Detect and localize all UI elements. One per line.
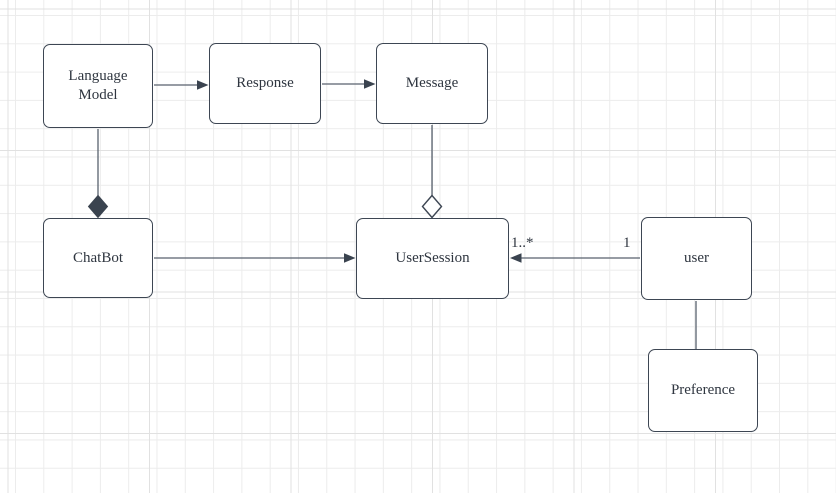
node-message[interactable]: Message <box>376 43 488 124</box>
edge-message-usersession[interactable] <box>421 125 443 219</box>
arrowhead-icon <box>197 80 209 90</box>
edge-response-message[interactable] <box>322 79 376 89</box>
composition-diamond-icon <box>87 194 109 219</box>
node-label: Language Model <box>68 68 128 103</box>
node-label: Message <box>405 75 459 91</box>
aggregation-diamond-icon <box>421 194 443 219</box>
multiplicity-label-target: 1..* <box>511 235 534 251</box>
node-label: user <box>684 250 709 266</box>
node-user[interactable]: user <box>641 217 752 300</box>
node-label: Response <box>236 75 294 91</box>
node-label: ChatBot <box>72 249 123 266</box>
arrowhead-icon <box>364 79 376 89</box>
arrowhead-icon <box>344 253 356 263</box>
node-language-model[interactable]: Language Model <box>43 44 153 128</box>
node-label: UserSession <box>395 250 470 266</box>
arrowhead-icon <box>510 253 522 263</box>
edge-chatbot-usersession[interactable] <box>154 253 356 263</box>
node-usersession[interactable]: UserSession <box>356 218 509 299</box>
multiplicity-label-source: 1 <box>623 235 631 251</box>
edge-user-usersession[interactable] <box>510 253 640 263</box>
node-preference[interactable]: Preference <box>648 349 758 432</box>
node-response[interactable]: Response <box>209 43 321 124</box>
node-chatbot[interactable]: ChatBot <box>43 218 153 298</box>
node-label: Preference <box>670 382 736 398</box>
edge-languagemodel-chatbot[interactable] <box>87 129 109 219</box>
edge-languagemodel-response[interactable] <box>154 80 209 90</box>
